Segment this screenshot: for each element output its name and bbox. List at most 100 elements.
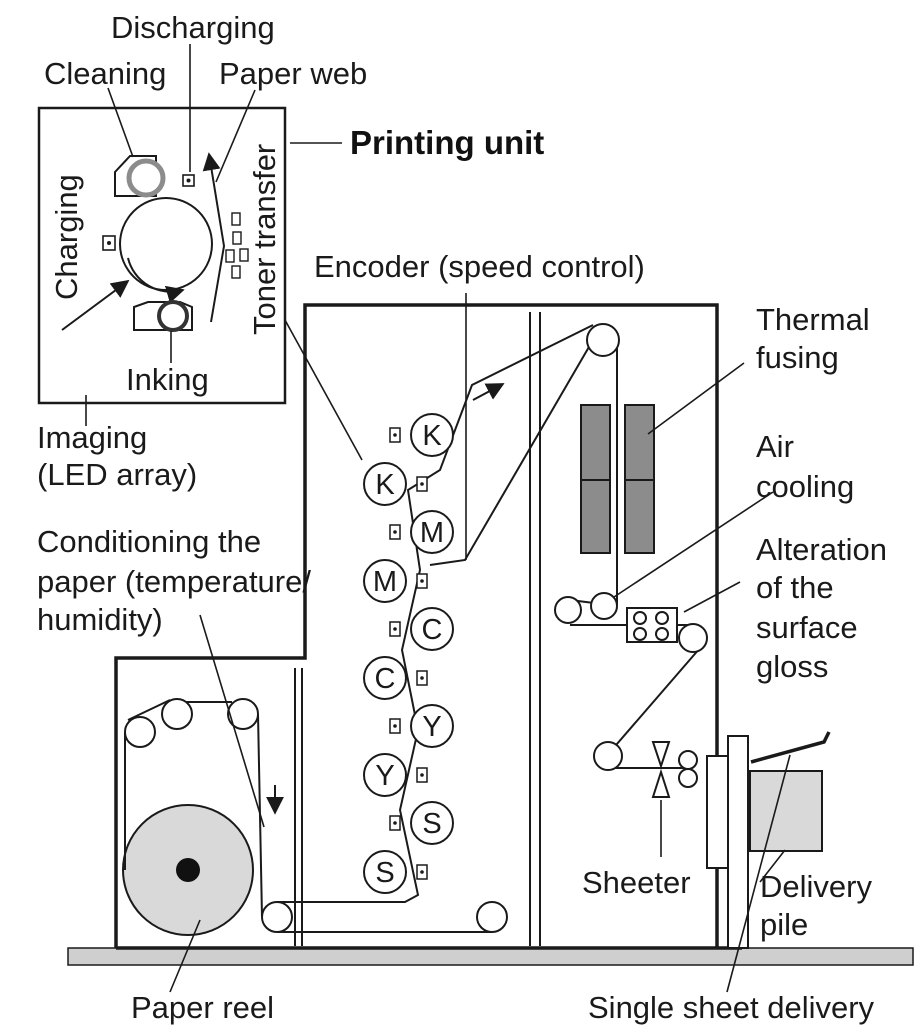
gloss-roller-4 [655,627,669,641]
label-alteration-line2: of the [756,570,834,605]
label-delivery-line2: pile [760,907,808,942]
label-sheeter: Sheeter [582,865,691,900]
unit-letter: K [375,469,395,501]
printing-unit-right-c: C [389,607,454,651]
machine-housing [114,303,719,948]
sheeter-knife-bottom [651,768,671,798]
led-imaging-dot [393,821,397,825]
label-imaging-line2: (LED array) [37,457,197,492]
top-roller [586,323,620,357]
fuser-block-left-top [580,404,611,481]
sheeter-roller-top [678,750,698,770]
bottom-roller-left [261,901,293,933]
label-discharging: Discharging [111,10,275,45]
printing-unit-left-y: Y [363,753,428,797]
unit-roller [363,850,407,894]
label-charging: Charging [49,174,84,300]
label-paper-reel: Paper reel [131,990,274,1025]
unit-letter: Y [422,711,441,743]
led-imaging-dot [420,676,424,680]
web-arrow-up [472,383,505,401]
label-air-line1: Air [756,429,794,464]
label-paper-web: Paper web [219,56,367,91]
paper-reel-core [176,858,200,882]
printing-unit-left-k: K [363,462,428,506]
sheeter-roller-bottom [678,768,698,788]
discharging-lamp-dot [186,178,191,183]
cooling-roller-left [554,596,582,624]
unit-letter: M [373,566,397,598]
unit-letter: M [420,517,444,549]
conditioning-roller-1 [124,716,156,748]
unit-letter: K [422,420,442,452]
delivery-column [727,735,749,949]
unit-letter: S [422,808,441,840]
bottom-roller-right [476,901,508,933]
unit-roller [410,413,454,457]
led-imaging-dot [393,433,397,437]
delivery-tray [750,731,831,764]
leader-lines [85,44,791,993]
label-encoder: Encoder (speed control) [314,249,645,284]
imaging-arrow [61,279,130,331]
label-conditioning-line2: paper (temperature/ [37,564,311,599]
unit-roller [410,801,454,845]
label-delivery-line1: Delivery [760,869,872,904]
printing-unit-left-m: M [363,559,428,603]
printing-unit-right-k: K [389,413,454,457]
gloss-exit-roller [678,623,708,653]
gloss-roller-2 [655,611,669,625]
unit-roller [363,753,407,797]
printing-unit-left-s: S [363,850,428,894]
inset-paper-web-arrow [202,152,226,323]
label-conditioning-line3: humidity) [37,602,163,637]
label-toner-transfer: Toner transfer [247,144,282,335]
conditioning-roller-2 [161,698,193,730]
toner-transfer-unit [225,212,249,279]
fuser-block-left-bottom [580,479,611,554]
unit-roller [363,559,407,603]
unit-roller [363,656,407,700]
printing-unit-right-m: M [389,510,454,554]
floor [67,947,914,966]
label-conditioning-line1: Conditioning the [37,524,261,559]
cooling-roller-right [590,592,618,620]
label-printing-unit: Printing unit [350,124,544,161]
led-imaging-dot [420,870,424,874]
gloss-roller-3 [633,627,647,641]
printing-unit-right-y: Y [389,704,454,748]
inking-roller [157,300,189,332]
sheeter-knife-top [651,741,671,770]
printing-units-left: K M C Y S [363,462,428,894]
gloss-roller-1 [633,611,647,625]
fuser-block-right-top [624,404,655,481]
led-imaging-dot [393,724,397,728]
led-imaging-dot [393,627,397,631]
unit-letter: C [422,614,443,646]
led-imaging-dot [420,482,424,486]
printing-unit-right-s: S [389,801,454,845]
photoconductor-drum [119,197,213,291]
label-cleaning: Cleaning [44,56,166,91]
sheeter-entry-roller [593,741,623,771]
unit-roller [410,704,454,748]
label-alteration-line3: surface [756,610,858,645]
unit-letter: C [375,663,396,695]
printing-unit-left-c: C [363,656,428,700]
printing-units-right: K M C Y S [389,413,454,845]
cleaning-roller [126,158,166,198]
delivery-pile [749,770,823,852]
unit-roller [363,462,407,506]
fuser-block-right-bottom [624,479,655,554]
charging-unit-dot [107,241,111,245]
label-alteration-line4: gloss [756,649,828,684]
label-single-sheet-delivery: Single sheet delivery [588,990,875,1025]
led-imaging-dot [420,773,424,777]
label-thermal-line1: Thermal [756,302,870,337]
drum-rotation-arrow [127,257,185,304]
led-imaging-dot [420,579,424,583]
unit-roller [410,510,454,554]
unit-roller [410,607,454,651]
